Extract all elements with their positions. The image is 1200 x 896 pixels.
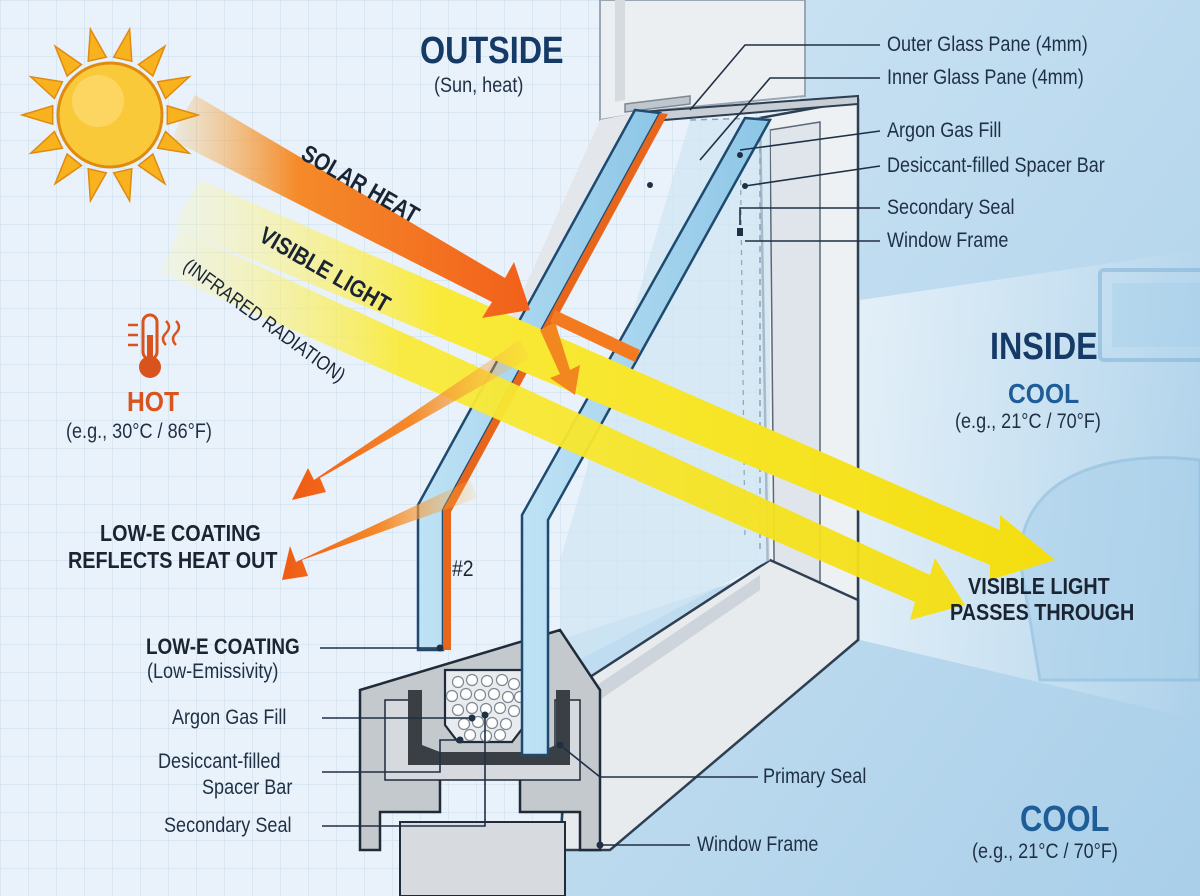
desiccant-bead: [482, 676, 493, 687]
desiccant-bead: [459, 719, 470, 730]
desiccant-bead: [453, 705, 464, 716]
reflects-label-line2: REFLECTS HEAT OUT: [68, 547, 278, 574]
passes-label-line2: PASSES THROUGH: [950, 599, 1134, 626]
callout-argon-gas-fill: Argon Gas Fill: [887, 119, 1001, 143]
bottom-cool-temperature: (e.g., 21°C / 70°F): [972, 840, 1118, 864]
desiccant-bead: [465, 730, 476, 741]
inside-title: INSIDE: [990, 326, 1098, 369]
callout-inner-glass-pane: Inner Glass Pane (4mm): [887, 66, 1084, 90]
callout-primary-seal: Primary Seal: [763, 765, 866, 789]
outside-title: OUTSIDE: [420, 30, 564, 73]
callout-secondary-seal: Secondary Seal: [887, 196, 1015, 220]
callout-window-frame-bottom: Window Frame: [697, 833, 818, 857]
desiccant-bead: [509, 679, 520, 690]
desiccant-bead: [461, 689, 472, 700]
callout-desiccant-left-1: Desiccant-filled: [158, 750, 280, 774]
bottom-cool-label: COOL: [1020, 798, 1109, 840]
desiccant-bead: [509, 706, 520, 717]
passes-label-line1: VISIBLE LIGHT: [968, 573, 1110, 600]
desiccant-bead: [495, 730, 506, 741]
callout-desiccant-spacer: Desiccant-filled Spacer Bar: [887, 154, 1105, 178]
callout-lowe-coating-sub: (Low-Emissivity): [147, 660, 278, 684]
hot-temperature: (e.g., 30°C / 86°F): [66, 420, 212, 444]
surface-2-marker: #2: [452, 556, 474, 582]
desiccant-bead: [497, 675, 508, 686]
desiccant-bead: [487, 718, 498, 729]
callout-argon-left: Argon Gas Fill: [172, 706, 286, 730]
desiccant-bead: [475, 690, 486, 701]
inside-temperature: (e.g., 21°C / 70°F): [955, 410, 1101, 434]
desiccant-bead: [447, 691, 458, 702]
callout-desiccant-left-2: Spacer Bar: [202, 776, 292, 800]
desiccant-bead: [467, 703, 478, 714]
callout-outer-glass-pane: Outer Glass Pane (4mm): [887, 33, 1088, 57]
inside-cool-label: COOL: [1008, 378, 1079, 410]
callout-lowe-coating-title: LOW-E COATING: [146, 634, 300, 660]
desiccant-bead: [481, 731, 492, 742]
reflects-label-line1: LOW-E COATING: [100, 520, 261, 547]
desiccant-bead: [453, 677, 464, 688]
callout-window-frame: Window Frame: [887, 229, 1008, 253]
desiccant-bead: [501, 719, 512, 730]
desiccant-bead: [495, 703, 506, 714]
outside-subtitle: (Sun, heat): [434, 74, 523, 98]
desiccant-bead: [489, 689, 500, 700]
hot-label: HOT: [127, 386, 179, 418]
desiccant-bead: [467, 675, 478, 686]
desiccant-bead: [503, 692, 514, 703]
callout-secondary-seal-left: Secondary Seal: [164, 814, 292, 838]
